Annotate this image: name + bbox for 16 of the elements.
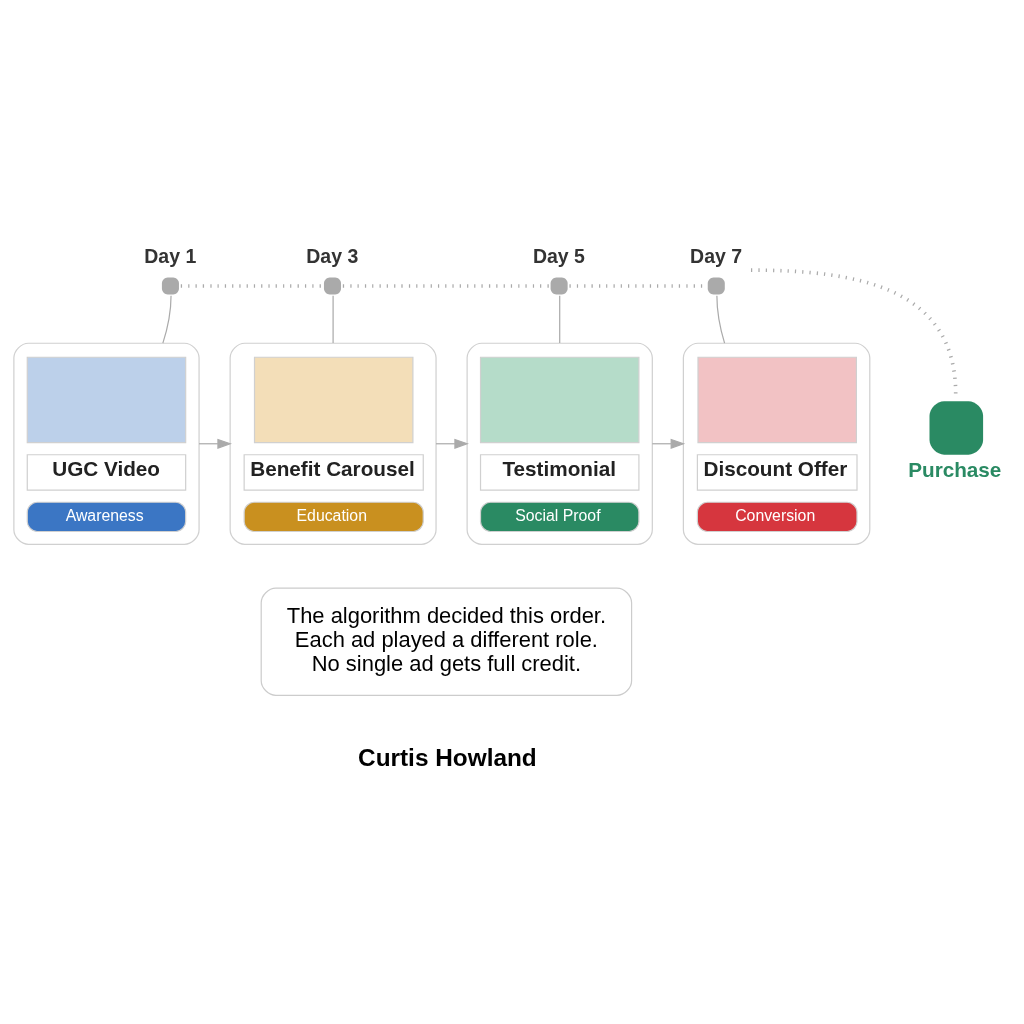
- connector: [331, 295, 334, 344]
- arrow: [434, 438, 469, 449]
- arrow: [197, 438, 232, 449]
- node-box: The algorithm decided this order. Each ad played a different role. No single ad gets full credit.: [260, 587, 632, 696]
- node-label: Day 7: [689, 244, 742, 267]
- connector: [750, 268, 957, 394]
- node-label: Day 5: [532, 244, 585, 267]
- connector: [558, 295, 560, 344]
- label: Curtis Howland: [357, 744, 537, 772]
- node-label: Day 1: [143, 244, 196, 267]
- connector: [161, 295, 172, 344]
- arrow: [651, 438, 685, 449]
- node-box: [929, 401, 983, 455]
- connector: [715, 295, 725, 344]
- node-label: Purchase: [907, 458, 1001, 482]
- node-label: Day 3: [305, 244, 358, 267]
